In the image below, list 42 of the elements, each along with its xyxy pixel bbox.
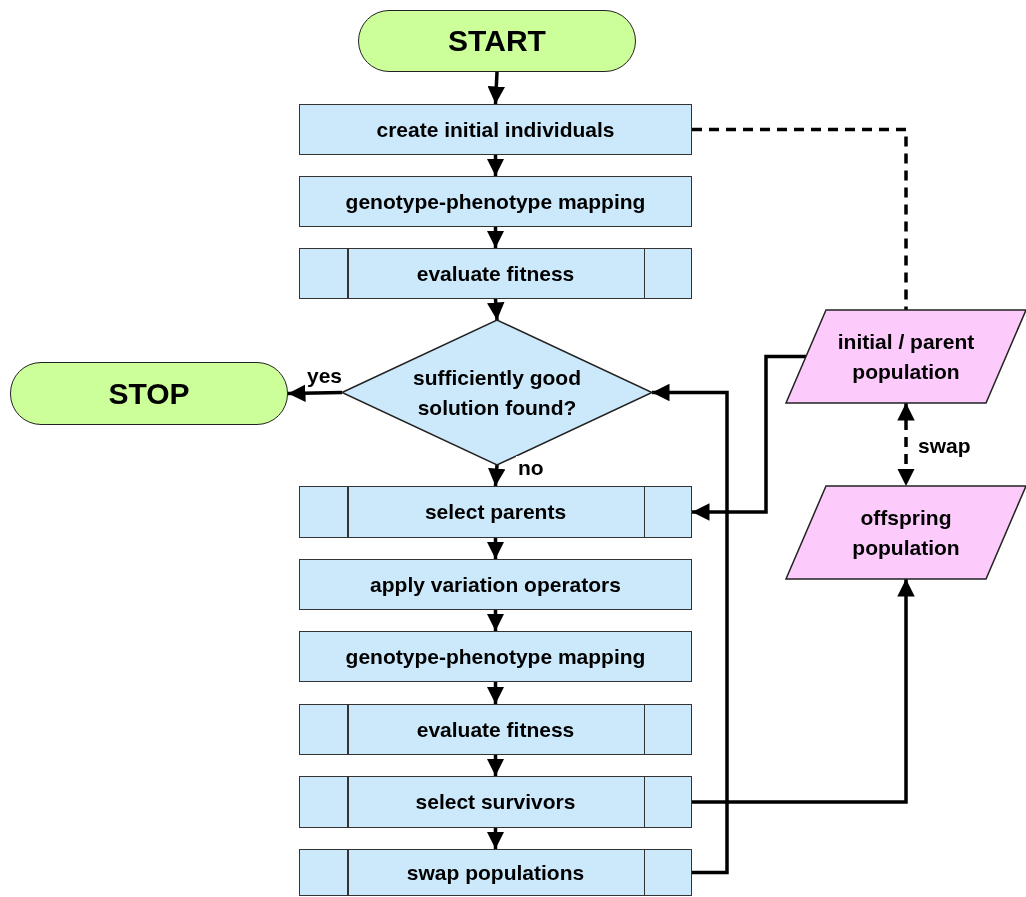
node-label: START <box>447 23 547 59</box>
arrow <box>287 384 343 402</box>
arrow <box>486 610 505 631</box>
arrow <box>486 155 505 176</box>
arrow <box>487 71 506 105</box>
decision-diamond <box>342 320 652 465</box>
arrow <box>652 383 729 875</box>
subprocess-box <box>299 704 692 755</box>
subprocess-box <box>299 248 692 299</box>
node-label: select parents <box>423 499 568 526</box>
process-box <box>299 176 692 227</box>
node-label: apply variation operators <box>369 571 622 598</box>
dashed-connector <box>692 127 908 310</box>
arrow <box>486 755 505 776</box>
arrow <box>486 682 505 704</box>
node-label: evaluate fitness <box>415 260 576 287</box>
process-box <box>299 559 692 610</box>
node-label: create initial individuals <box>375 116 616 143</box>
arrow <box>488 464 506 487</box>
arrow <box>692 579 915 804</box>
arrow <box>487 298 505 321</box>
process-box <box>299 631 692 682</box>
arrow <box>692 354 806 521</box>
subprocess-box <box>299 776 692 828</box>
process-box <box>299 104 692 155</box>
arrow <box>486 538 505 559</box>
node-label: sufficiently good solution found? <box>412 365 582 421</box>
node-label: evaluate fitness <box>415 716 576 743</box>
data-parallelogram <box>786 486 1026 579</box>
node-label: genotype-phenotype mapping <box>344 643 647 670</box>
node-label: select survivors <box>414 789 577 816</box>
node-label: genotype-phenotype mapping <box>344 188 647 215</box>
node-label: swap populations <box>405 859 586 886</box>
data-parallelogram <box>786 310 1026 403</box>
dashed-connector <box>897 403 915 486</box>
arrow <box>486 828 505 849</box>
node-label: initial / parent population <box>836 329 976 385</box>
arrow <box>486 227 505 248</box>
subprocess-box <box>299 486 692 538</box>
node-label: STOP <box>107 375 191 412</box>
subprocess-box <box>299 849 692 896</box>
node-label: offspring population <box>851 505 961 561</box>
